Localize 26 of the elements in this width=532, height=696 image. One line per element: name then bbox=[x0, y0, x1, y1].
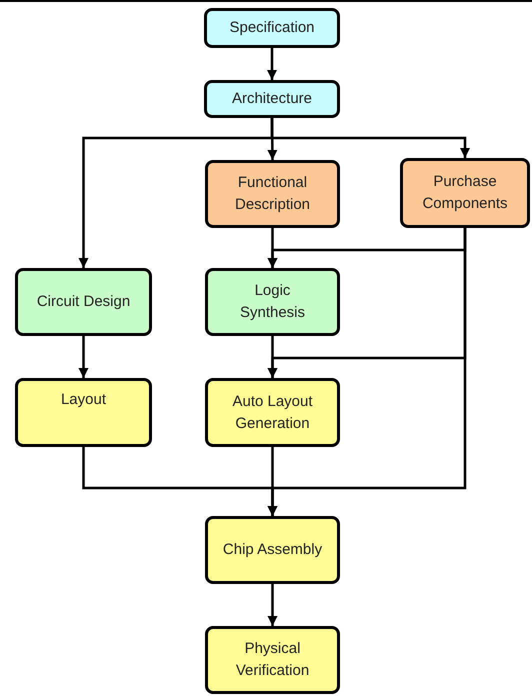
process-box bbox=[205, 160, 340, 228]
box-label: Logic Synthesis bbox=[238, 281, 306, 323]
process-box bbox=[204, 8, 340, 48]
box-label: Architecture bbox=[232, 89, 312, 109]
arrow bbox=[270, 118, 470, 158]
box-label: Physical Verification bbox=[234, 639, 310, 681]
process-box bbox=[400, 158, 530, 228]
box-label: Chip Assembly bbox=[222, 540, 322, 560]
process-box bbox=[205, 516, 340, 584]
arrow bbox=[268, 447, 278, 516]
arrow bbox=[268, 584, 278, 626]
process-box bbox=[15, 268, 152, 336]
process-box bbox=[205, 378, 340, 447]
arrow bbox=[78, 336, 88, 378]
arrow bbox=[267, 48, 277, 80]
box-label: Auto Layout Generation bbox=[231, 392, 314, 434]
process-box bbox=[205, 626, 340, 694]
process-box bbox=[15, 378, 152, 447]
box-label: Specification bbox=[229, 18, 315, 38]
process-box bbox=[204, 80, 340, 118]
box-label: Purchase Components bbox=[421, 172, 509, 214]
box-label: Functional Description bbox=[234, 173, 312, 215]
box-label: Layout bbox=[60, 390, 106, 410]
box-label: Circuit Design bbox=[36, 292, 130, 312]
process-box bbox=[205, 268, 340, 336]
arrow bbox=[268, 336, 278, 378]
